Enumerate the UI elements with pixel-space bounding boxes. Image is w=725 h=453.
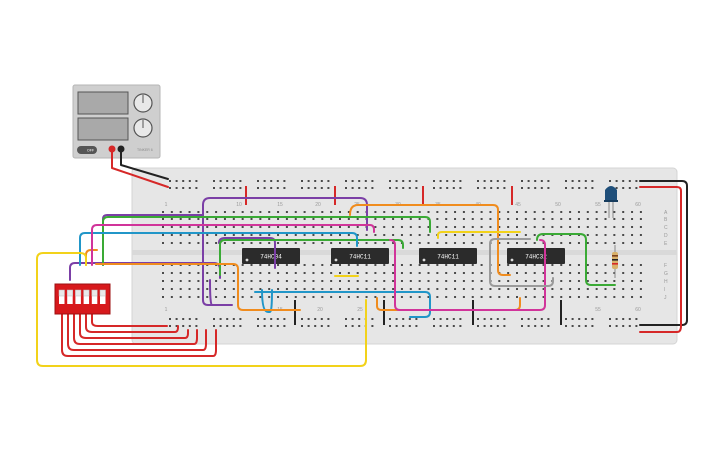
wire-black-power	[120, 148, 169, 180]
dip-toggle-knob	[66, 289, 73, 297]
wire-orange-3	[237, 271, 301, 311]
wire-blue-3	[254, 291, 431, 318]
row-letter: B	[664, 217, 668, 223]
dip-switch[interactable]	[54, 283, 111, 315]
wire-gray-1	[489, 238, 531, 273]
wire-magenta-2	[389, 239, 546, 311]
power-supply[interactable]: OFF TINKER 6	[72, 84, 161, 159]
column-number: 15	[277, 202, 283, 208]
column-number: 50	[555, 202, 561, 208]
column-number: 60	[635, 202, 641, 208]
power-supply-brand: TINKER 6	[137, 148, 153, 152]
chip-label: 74HC04	[260, 254, 282, 261]
wire-blue-2	[261, 289, 273, 313]
dip-toggle[interactable]	[100, 290, 106, 304]
column-number: 45	[515, 202, 521, 208]
chip-label: 74HC11	[349, 254, 371, 261]
chip-74hc11-2[interactable]: 74HC11	[419, 248, 477, 264]
chip-74hc11-1[interactable]: 74HC11	[331, 248, 389, 264]
dip-toggle-knob	[83, 289, 90, 297]
column-number: 1	[165, 202, 168, 208]
dip-toggle[interactable]	[59, 290, 65, 304]
wire-orange-2	[95, 263, 239, 273]
column-number: 55	[595, 307, 601, 313]
wire-red-power	[111, 148, 169, 188]
row-letter: G	[664, 271, 668, 277]
row-letter: F	[664, 263, 667, 269]
wire-gray-2	[489, 271, 554, 287]
wire-red-dip-5	[85, 311, 179, 333]
chip-label: 74HC11	[437, 254, 459, 261]
column-number: 10	[236, 202, 242, 208]
wire-blue-1	[79, 232, 358, 266]
wire-red-rail-wrap	[639, 186, 682, 333]
column-number: 55	[595, 202, 601, 208]
dip-toggle[interactable]	[83, 290, 90, 304]
wire-purple-3	[202, 197, 368, 231]
dip-toggle[interactable]	[91, 290, 98, 304]
dip-toggle[interactable]	[75, 290, 81, 304]
wire-yellow-2	[437, 231, 521, 239]
wire-purple-5	[218, 237, 276, 269]
wire-green-4	[536, 233, 616, 286]
column-number: 1	[165, 307, 168, 313]
dip-toggle-knob	[99, 289, 106, 297]
wire-yellow-1	[36, 252, 367, 367]
chip-74hc04[interactable]: 74HC04	[242, 248, 300, 264]
wire-black-rail-wrap	[639, 180, 688, 326]
row-letter: A	[664, 210, 668, 216]
wire-orange-4	[349, 204, 511, 276]
chip-74hc32[interactable]: 74HC32	[507, 248, 565, 264]
wire-magenta-1	[91, 224, 375, 266]
dip-toggle[interactable]	[67, 290, 73, 304]
breadboard-holes	[162, 180, 642, 327]
voltage-display	[77, 91, 129, 115]
wire-red-dip-6	[91, 311, 168, 327]
wires[interactable]	[36, 148, 688, 367]
wire-green-1	[102, 216, 431, 266]
dip-toggles[interactable]	[58, 289, 106, 304]
row-letter: E	[664, 241, 668, 247]
dip-toggle-knob	[75, 289, 82, 297]
column-number: 25	[357, 307, 363, 313]
column-number: 20	[315, 202, 321, 208]
wire-green-3	[267, 239, 404, 249]
wire-red-dip-4	[79, 311, 189, 339]
rail-jumpers[interactable]	[245, 186, 562, 325]
center-channel	[132, 250, 677, 255]
row-letter: C	[664, 225, 668, 231]
row-letter: H	[664, 279, 668, 285]
row-letter: D	[664, 233, 668, 239]
wire-green-2	[219, 239, 269, 276]
wire-red-dip-1	[61, 311, 217, 357]
wire-red-dip-3	[73, 311, 198, 345]
wire-purple-6	[209, 279, 213, 306]
row-letter: J	[664, 295, 667, 301]
row-letter: I	[664, 287, 665, 293]
chip-label: 74HC32	[525, 254, 547, 261]
resistor[interactable]	[612, 245, 618, 278]
column-number: 20	[317, 307, 323, 313]
dip-toggle-knob	[91, 289, 98, 297]
dip-toggle-knob	[58, 289, 65, 297]
wire-purple-2	[202, 204, 233, 306]
wire-red-dip-2	[67, 311, 207, 351]
off-switch[interactable]	[77, 146, 97, 154]
column-number: 60	[635, 307, 641, 313]
current-display	[77, 117, 129, 141]
off-switch-label: OFF	[87, 149, 94, 153]
led[interactable]	[604, 186, 618, 218]
